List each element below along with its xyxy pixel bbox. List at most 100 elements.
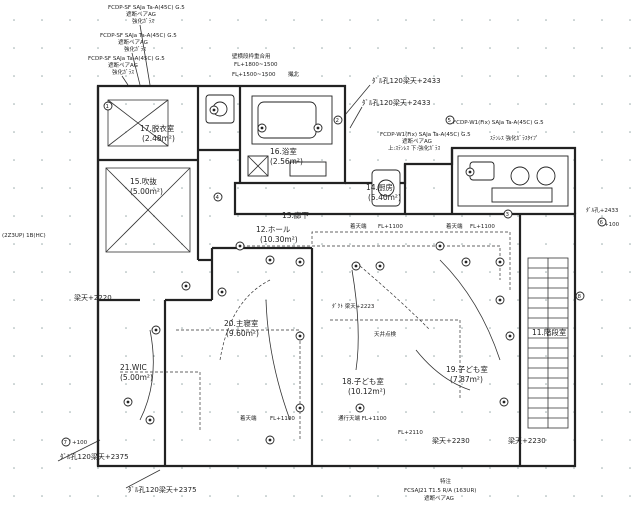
grid-dot [573, 75, 575, 77]
grid-dot [433, 411, 435, 413]
beam-left: 梁天+2220 [74, 293, 112, 302]
grid-dot [209, 355, 211, 357]
dowel-note-2: ﾀﾞﾙ孔120梁天+2433 [362, 98, 431, 107]
grid-dot [517, 355, 519, 357]
grid-dot [349, 271, 351, 273]
grid-dot [629, 271, 631, 273]
grid-dot [489, 215, 491, 217]
grid-dot [293, 47, 295, 49]
room-21-area: (5.00m²) [120, 373, 153, 382]
grid-dot [601, 467, 603, 469]
grid-dot [601, 103, 603, 105]
grid-dot [489, 355, 491, 357]
grid-dot [545, 299, 547, 301]
grid-dot [489, 495, 491, 497]
grid-dot [517, 103, 519, 105]
grid-dot [405, 103, 407, 105]
light-fixture-center [238, 244, 242, 248]
grid-dot [433, 131, 435, 133]
room-18-area: (10.12m²) [348, 387, 386, 396]
reference-marks: 1 4 2 3 5 6 7 8 [61, 101, 607, 447]
room-labels: 17.脱衣室 (2.48m²) 16.浴室 (2.56m²) 15.吹抜 (5.… [120, 123, 567, 396]
grid-dot [69, 495, 71, 497]
grid-dot [349, 355, 351, 357]
room-20: 20.主寝室 [224, 318, 259, 328]
grid-dot [265, 383, 267, 385]
grid-dot [125, 467, 127, 469]
room-19-area: (7.87m²) [450, 375, 483, 384]
grid-dot [405, 19, 407, 21]
window-callouts-top: FCDP-SF SAJa Ta-A(45C) G.5 遮断ペアAG 強化ｶﾞﾗｽ… [88, 5, 185, 86]
room-13: 13.廊下 [282, 210, 309, 220]
grid-dot [265, 467, 267, 469]
grid-dot [181, 131, 183, 133]
grid-dot [69, 187, 71, 189]
grid-dot [377, 215, 379, 217]
grid-dot [601, 19, 603, 21]
grid-dot [573, 131, 575, 133]
grid-dot [209, 19, 211, 21]
grid-dot [321, 355, 323, 357]
mark-8: 8 [578, 294, 582, 300]
note-ceiling-3-fl: FL+1100 [270, 416, 295, 422]
grid-dot [461, 327, 463, 329]
grid-dot [433, 495, 435, 497]
grid-dot [461, 439, 463, 441]
grid-dot [629, 355, 631, 357]
callout-top-1: FCDP-SF SAJa Ta-A(45C) G.5 [108, 5, 185, 11]
grid-dot [545, 131, 547, 133]
light-fixture-center [316, 126, 320, 130]
callout-top-3b: 遮断ペアAG [108, 61, 138, 69]
grid-dot [13, 215, 15, 217]
grid-dot [69, 159, 71, 161]
grid-dot [237, 383, 239, 385]
grid-dot [405, 439, 407, 441]
dowel-right: ﾀﾞﾙ孔+2433 [586, 206, 619, 214]
grid-dot [69, 327, 71, 329]
grid-dot [377, 355, 379, 357]
note-top-mid: 壁横段枠重合用 [232, 52, 271, 60]
grid-dot [629, 75, 631, 77]
room-12: 12.ホール [256, 225, 291, 234]
grid-dot [13, 327, 15, 329]
light-fixture-center [126, 400, 130, 404]
grid-dot [125, 215, 127, 217]
grid-dot [461, 495, 463, 497]
grid-dot [377, 47, 379, 49]
note-ceiling-2-fl: FL+1100 [470, 224, 495, 230]
grid-dot [69, 383, 71, 385]
grid-dot [461, 467, 463, 469]
grid-dot [265, 411, 267, 413]
grid-dot [13, 243, 15, 245]
grid-dot [69, 103, 71, 105]
grid-dot [265, 47, 267, 49]
note-ceiling-2: 着天端 [446, 222, 463, 230]
room-14: 14.厨房 [366, 182, 393, 192]
grid-dot [41, 159, 43, 161]
grid-dot [13, 439, 15, 441]
grid-dot [181, 495, 183, 497]
grid-dot [377, 243, 379, 245]
grid-dot [181, 271, 183, 273]
callout-top-1b: 遮断ペアAG [126, 10, 156, 18]
grid-dot [321, 411, 323, 413]
grid-dot [405, 467, 407, 469]
grid-dot [461, 215, 463, 217]
grid-dot [41, 215, 43, 217]
grid-dot [405, 215, 407, 217]
grid-dot [545, 383, 547, 385]
grid-dot [489, 271, 491, 273]
grid-dot [601, 299, 603, 301]
grid-dot [97, 19, 99, 21]
grid-dot [13, 75, 15, 77]
light-fixture-center [220, 290, 224, 294]
callout-top-3: FCDP-SF SAJa Ta-A(45C) G.5 [88, 56, 165, 62]
grid-dot [13, 355, 15, 357]
grid-dot [125, 495, 127, 497]
grid-dot [349, 243, 351, 245]
grid-dot [601, 439, 603, 441]
grid-dot [69, 411, 71, 413]
grid-dot [97, 467, 99, 469]
callout-right-2b: 遮断ペアAG [402, 137, 432, 145]
grid-dot [293, 75, 295, 77]
